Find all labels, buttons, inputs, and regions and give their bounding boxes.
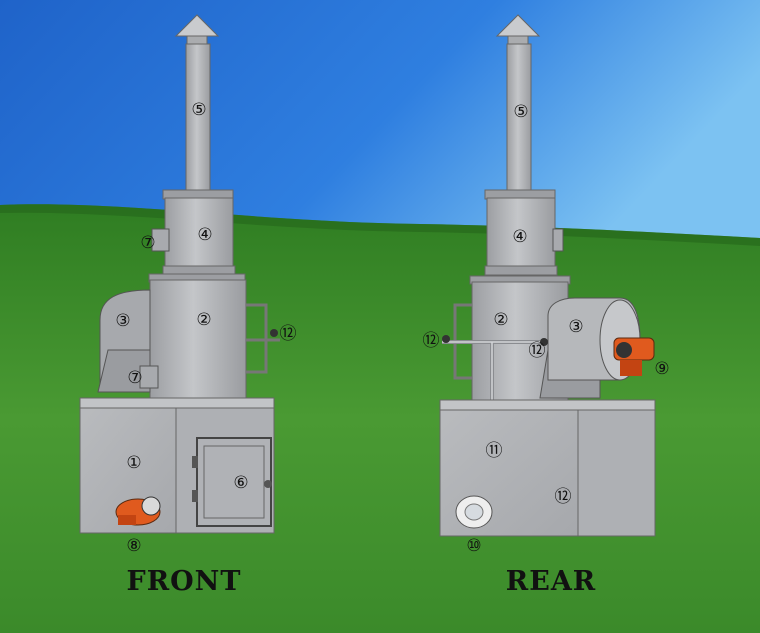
front-marker-6: ⑥ (233, 473, 248, 493)
front-view: ① ② ③ ④ ⑤ ⑥ ⑦ ⑦ ⑧ ⑫ FRONT (79, 14, 297, 597)
front-marker-12: ⑫ (280, 324, 297, 344)
front-door-hinge-lower (192, 490, 198, 502)
rear-marker-5: ⑤ (513, 102, 528, 122)
rear-base-box-side (577, 409, 656, 537)
rear-secondary-chamber-ring-bottom (484, 265, 558, 276)
front-view-label: FRONT (127, 566, 242, 597)
rear-marker-9: ⑨ (654, 359, 669, 379)
rear-burner (613, 337, 655, 376)
rear-chimney-cap-base (507, 35, 529, 45)
front-chimney (185, 43, 211, 193)
front-blower-stand (97, 349, 151, 393)
front-damper-lower (139, 365, 159, 389)
front-burner (115, 496, 161, 526)
front-marker-7-upper: ⑦ (140, 233, 155, 253)
rear-valve-left (442, 335, 450, 343)
sky (0, 0, 760, 240)
rear-fan (455, 495, 493, 529)
rear-marker-12-bottom: ⑫ (555, 487, 572, 507)
rear-marker-12-mid: ⑫ (529, 341, 546, 361)
rear-marker-10: ⑩ (466, 536, 481, 556)
front-door-handle (264, 480, 272, 488)
front-marker-4: ④ (197, 225, 212, 245)
rear-valve-mid (540, 338, 548, 346)
rear-marker-2: ② (493, 310, 508, 330)
front-marker-7-lower: ⑦ (127, 368, 142, 388)
front-marker-3: ③ (115, 311, 130, 331)
front-valve (270, 329, 278, 337)
rear-marker-11: ⑪ (486, 441, 503, 461)
front-loading-door (196, 437, 272, 527)
front-door-hinge (192, 456, 198, 468)
rear-secondary-damper (552, 228, 564, 252)
front-marker-2: ② (196, 310, 211, 330)
front-primary-chamber (149, 279, 247, 399)
front-marker-1: ① (126, 453, 141, 473)
rear-marker-12-left: ⑫ (423, 331, 440, 351)
front-chimney-cap-base (186, 35, 208, 45)
rear-chimney (506, 43, 532, 193)
front-loading-door-inner (203, 445, 265, 519)
front-marker-8: ⑧ (126, 536, 141, 556)
front-damper-upper (151, 228, 170, 252)
rear-view-label: REAR (506, 566, 596, 597)
rear-marker-3: ③ (568, 317, 583, 337)
rear-view: ② ③ ④ ⑤ ⑨ ⑩ ⑪ ⑫ ⑫ ⑫ REAR (423, 14, 670, 597)
front-marker-5: ⑤ (191, 100, 206, 120)
rear-marker-4: ④ (512, 227, 527, 247)
front-secondary-chamber (164, 197, 234, 269)
rear-secondary-chamber (486, 197, 556, 269)
